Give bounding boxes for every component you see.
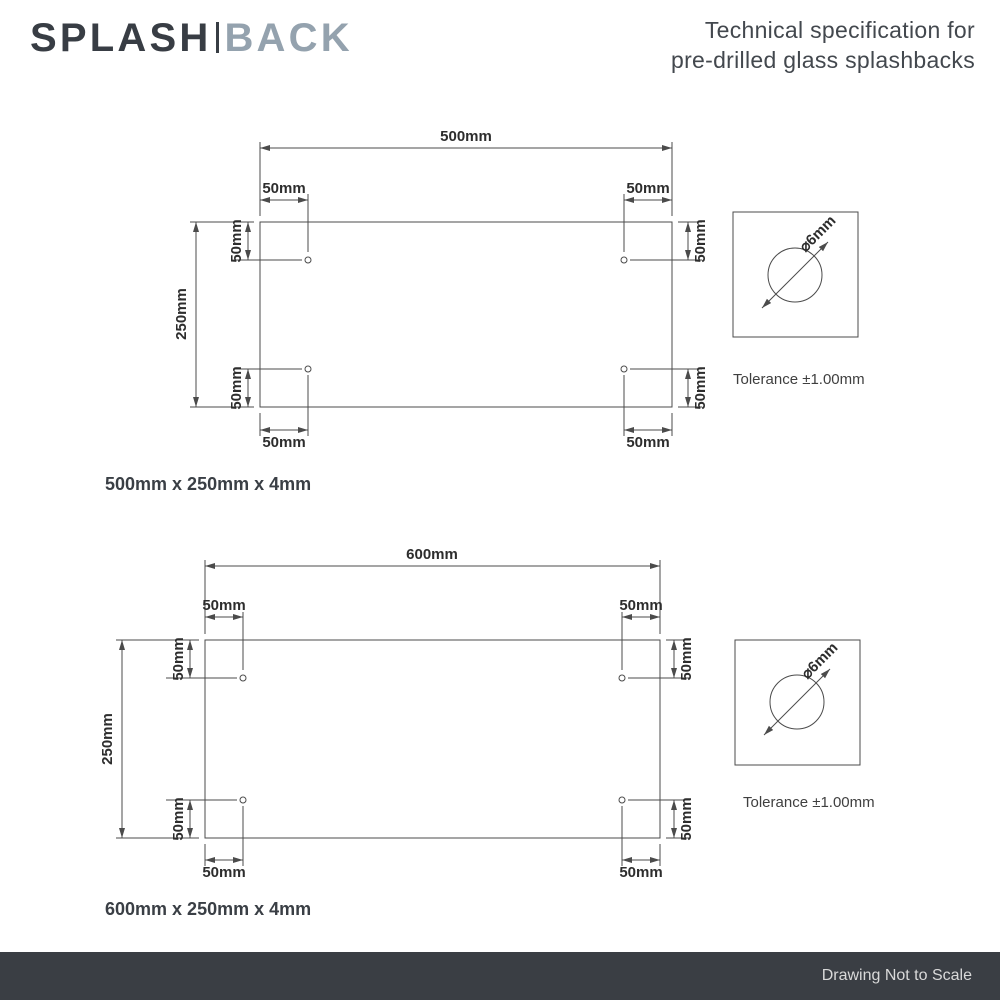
drill-holes: [304, 256, 628, 373]
drill-hole: [304, 256, 312, 264]
drill-hole: [239, 674, 247, 682]
drill-hole: [304, 365, 312, 373]
drill-holes: [239, 674, 626, 804]
logo-divider-icon: [216, 22, 220, 53]
hole-offset-label: 50mm: [692, 366, 709, 409]
hole-offset-label: 50mm: [228, 366, 245, 409]
page-title-line1: Technical specification for: [704, 17, 975, 43]
detail-box: [732, 211, 859, 338]
drill-hole: [618, 674, 626, 682]
drill-hole: [239, 796, 247, 804]
dimension-lines: [119, 563, 677, 863]
drawing-caption: 600mm x 250mm x 4mm: [105, 899, 311, 919]
hole-offset-label: 50mm: [202, 597, 245, 614]
footer-bar: Drawing Not to Scale: [0, 952, 1000, 1000]
height-dimension-label: 250mm: [99, 713, 116, 765]
hole-detail-500: ⌀6mm Tolerance ±1.00mm: [732, 211, 865, 388]
drawing-600x250: 600mm 50mm 50mm 250mm 50mm 50mm 50mm 50m…: [99, 546, 695, 919]
hole-offset-label: 50mm: [626, 180, 669, 197]
logo-splash: SPLASH: [30, 16, 212, 60]
diameter-label: ⌀6mm: [798, 639, 841, 682]
hole-offset-label: 50mm: [202, 864, 245, 881]
hole-offset-label: 50mm: [678, 797, 695, 840]
page-title-line2: pre-drilled glass splashbacks: [670, 46, 975, 73]
tolerance-label: Tolerance ±1.00mm: [733, 371, 865, 388]
detail-box: [734, 639, 861, 766]
glass-panel-outline: [259, 221, 673, 408]
diameter-callout-line: [763, 668, 831, 736]
drill-hole: [618, 796, 626, 804]
hole-detail-600: ⌀6mm Tolerance ±1.00mm: [734, 639, 875, 811]
footer-note: Drawing Not to Scale: [821, 967, 972, 984]
hole-offset-label: 50mm: [619, 597, 662, 614]
height-dimension-label: 250mm: [173, 288, 190, 340]
hole-offset-label: 50mm: [228, 219, 245, 262]
logo: SPLASH BACK: [30, 16, 353, 61]
hole-offset-label: 50mm: [262, 434, 305, 451]
drill-hole: [620, 256, 628, 264]
diameter-callout-line: [761, 241, 829, 309]
drill-hole: [620, 365, 628, 373]
drawing-500x250: 500mm 50mm 50mm 250mm 50mm 50mm 50mm 50m…: [105, 128, 709, 494]
width-dimension-label: 500mm: [440, 128, 492, 145]
hole-offset-label: 50mm: [692, 219, 709, 262]
hole-offset-label: 50mm: [170, 797, 187, 840]
extension-lines: [116, 560, 690, 866]
hole-offset-label: 50mm: [626, 434, 669, 451]
tolerance-label: Tolerance ±1.00mm: [743, 794, 875, 811]
extension-lines: [190, 142, 702, 436]
hole-offset-label: 50mm: [170, 637, 187, 680]
logo-back: BACK: [224, 16, 353, 60]
hole-offset-label: 50mm: [619, 864, 662, 881]
dimension-lines: [193, 145, 691, 433]
glass-panel-outline: [204, 639, 661, 839]
hole-offset-label: 50mm: [262, 180, 305, 197]
page-title: Technical specification for pre-drilled …: [671, 16, 975, 76]
drawing-caption: 500mm x 250mm x 4mm: [105, 474, 311, 494]
hole-offset-label: 50mm: [678, 637, 695, 680]
width-dimension-label: 600mm: [406, 546, 458, 563]
diameter-label: ⌀6mm: [796, 212, 839, 255]
